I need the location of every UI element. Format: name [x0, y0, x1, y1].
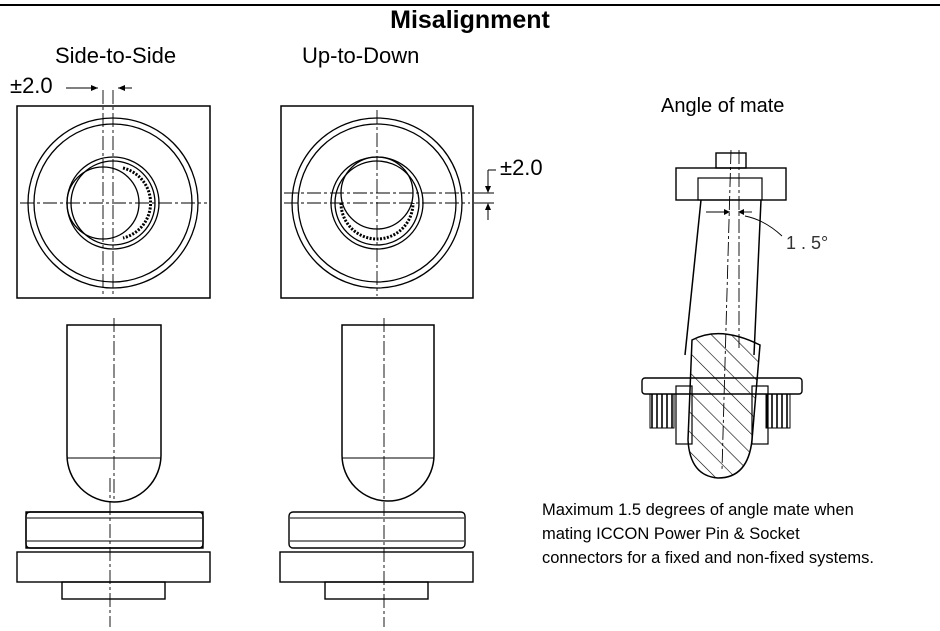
angle-of-mate-view [641, 149, 803, 479]
note-line: Maximum 1.5 degrees of angle mate when [542, 501, 854, 519]
angle-note: Maximum 1.5 degrees of angle mate when m… [542, 498, 937, 570]
side-to-side-label: Side-to-Side [55, 43, 177, 68]
side-to-side-top-view [16, 85, 211, 299]
up-to-down-side-view [279, 318, 474, 627]
side-to-side-side-view [16, 318, 211, 627]
note-line: mating ICCON Power Pin & Socket [542, 525, 800, 543]
up-to-down-top-view [280, 105, 496, 299]
top-rule [0, 4, 940, 6]
note-line: connectors for a fixed and non-fixed sys… [542, 549, 874, 567]
diagram-title: Misalignment [390, 6, 550, 34]
up-to-down-tolerance: ±2.0 [500, 155, 543, 180]
angle-value: 1 . 5° [786, 233, 829, 253]
angle-of-mate-label: Angle of mate [661, 95, 785, 117]
up-to-down-label: Up-to-Down [302, 43, 420, 68]
side-to-side-tolerance: ±2.0 [10, 73, 53, 98]
